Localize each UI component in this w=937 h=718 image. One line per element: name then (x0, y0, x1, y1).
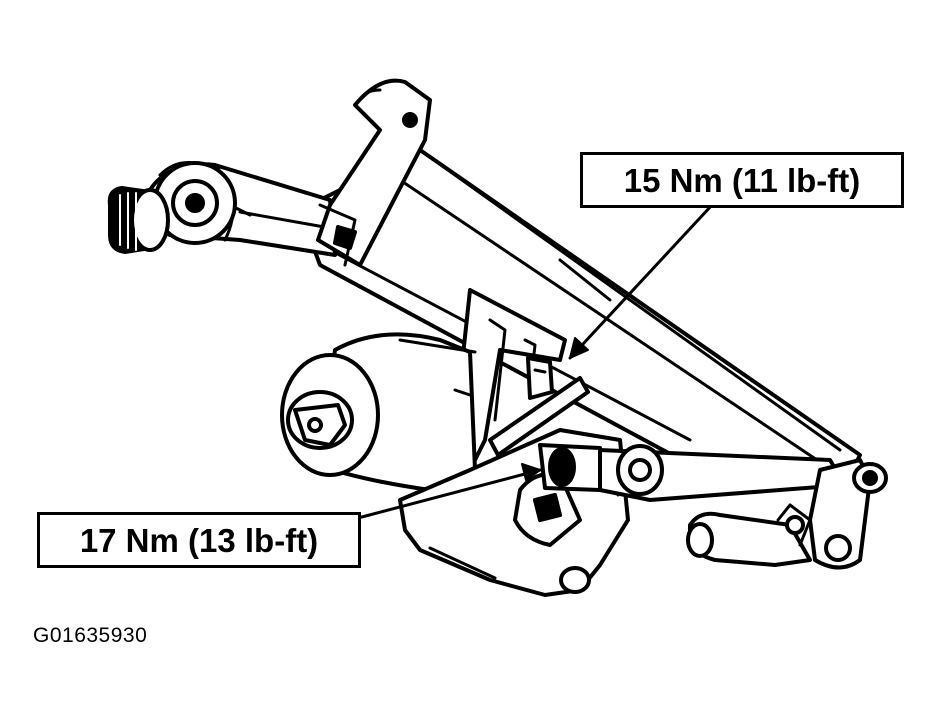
left-pivot-boss (153, 161, 237, 245)
lower-callout-leader (356, 463, 542, 520)
bracket-slot-tab (488, 376, 590, 457)
drive-crank-link (538, 443, 847, 502)
upper-mounting-bracket (316, 78, 432, 267)
motor-end-cap (280, 353, 380, 477)
upper-callout-leader (568, 203, 714, 360)
bracket-nut (526, 356, 554, 400)
lower-torque-callout: 17 Nm (13 lb-ft) (37, 512, 361, 568)
right-pivot-arm (686, 503, 812, 567)
upper-torque-callout: 15 Nm (11 lb-ft) (580, 152, 904, 208)
left-spline-cap (107, 186, 170, 254)
right-pivot-boss (808, 458, 888, 570)
figure-id-label: G01635930 (33, 624, 148, 647)
